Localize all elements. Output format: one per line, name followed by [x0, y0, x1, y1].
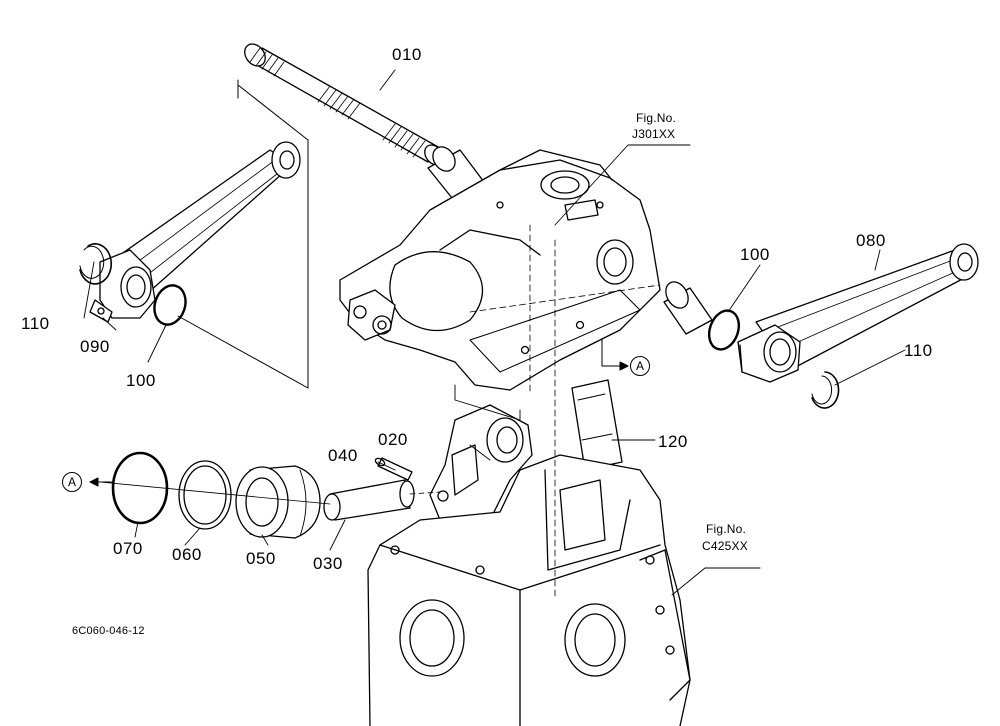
fig-ref-top-code: J301XX [632, 127, 676, 141]
part-label-010: 010 [392, 45, 422, 64]
lift-arm-080 [737, 243, 979, 383]
bushing-right [663, 281, 713, 335]
fig-ref-bottom-code: C425XX [702, 539, 748, 553]
part-label-060: 060 [172, 545, 202, 564]
part-label-100-right: 100 [740, 245, 770, 264]
piston-050 [235, 465, 321, 539]
part-label-020: 020 [378, 430, 408, 449]
o-ring-100-right [707, 309, 741, 351]
part-label-040: 040 [328, 446, 358, 465]
part-label-110-right: 110 [904, 341, 933, 360]
lift-arm-090 [89, 141, 301, 323]
part-label-050: 050 [246, 549, 276, 568]
part-label-030: 030 [313, 554, 343, 573]
part-label-110-left: 110 [21, 314, 50, 333]
ref-marker-a-right: A [630, 356, 650, 376]
leader-lines [83, 69, 906, 596]
part-label-070: 070 [113, 539, 143, 558]
transmission-case [367, 239, 691, 726]
arrow-a-left-line [89, 477, 113, 487]
piston-axis [99, 481, 331, 505]
snap-ring-110-right [811, 371, 840, 409]
pin-040 [374, 457, 413, 481]
piston-pin-030 [323, 479, 441, 521]
o-ring-070 [111, 451, 169, 525]
snap-ring-110-left [79, 243, 112, 285]
part-label-100-left: 100 [126, 371, 156, 390]
rocker-020 [429, 384, 533, 531]
part-label-120: 120 [658, 432, 688, 451]
backup-ring-060 [178, 460, 232, 530]
part-label-090: 090 [80, 337, 110, 356]
fig-ref-top-label: Fig.No. [636, 111, 677, 125]
ref-marker-a-left: A [62, 472, 82, 492]
plate-120 [571, 379, 623, 471]
left-assembly-frame [177, 79, 309, 389]
drawing-code: 6C060-046-12 [72, 625, 145, 637]
fig-ref-bottom-label: Fig.No. [706, 522, 747, 536]
arrow-a-right-line [601, 339, 629, 371]
bushing-upper [427, 146, 485, 199]
part-label-080: 080 [856, 231, 886, 250]
o-ring-100-left [153, 284, 187, 326]
hydraulic-cover [339, 149, 661, 396]
